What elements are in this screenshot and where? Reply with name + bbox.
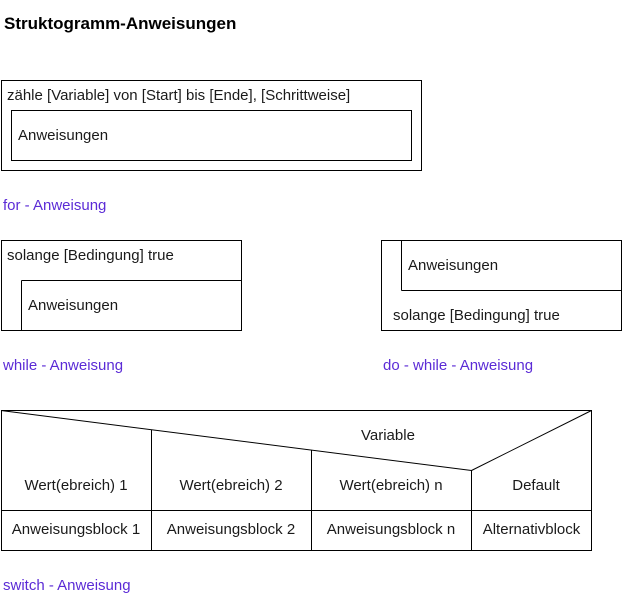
switch-case-block: Anweisungsblock 2 [166, 521, 296, 538]
switch-variable: Variable [361, 427, 415, 444]
switch-case-value: Default [512, 477, 560, 494]
switch-case-block: Anweisungsblock n [326, 521, 456, 538]
while-header: solange [Bedingung] true [7, 247, 174, 264]
switch-case-value: Wert(ebreich) 2 [179, 477, 283, 494]
do-while-block [381, 240, 622, 331]
switch-caption: switch - Anweisung [3, 577, 131, 594]
for-body-box [11, 110, 412, 161]
switch-case-block: Anweisungsblock 1 [11, 521, 141, 538]
switch-case-value: Wert(ebreich) n [339, 477, 443, 494]
page-title: Struktogramm-Anweisungen [4, 14, 237, 33]
switch-case-value: Wert(ebreich) 1 [24, 477, 128, 494]
for-header: zähle [Variable] von [Start] bis [Ende],… [7, 87, 351, 104]
for-body: Anweisungen [18, 127, 109, 144]
while-caption: while - Anweisung [3, 357, 124, 374]
while-block [1, 240, 242, 331]
for-caption: for - Anweisung [3, 197, 107, 214]
while-body: Anweisungen [28, 297, 119, 314]
switch-case-block: Alternativblock [482, 521, 581, 538]
do-while-body: Anweisungen [408, 257, 499, 274]
do-while-caption: do - while - Anweisung [383, 357, 534, 374]
do-while-footer: solange [Bedingung] true [393, 307, 560, 324]
